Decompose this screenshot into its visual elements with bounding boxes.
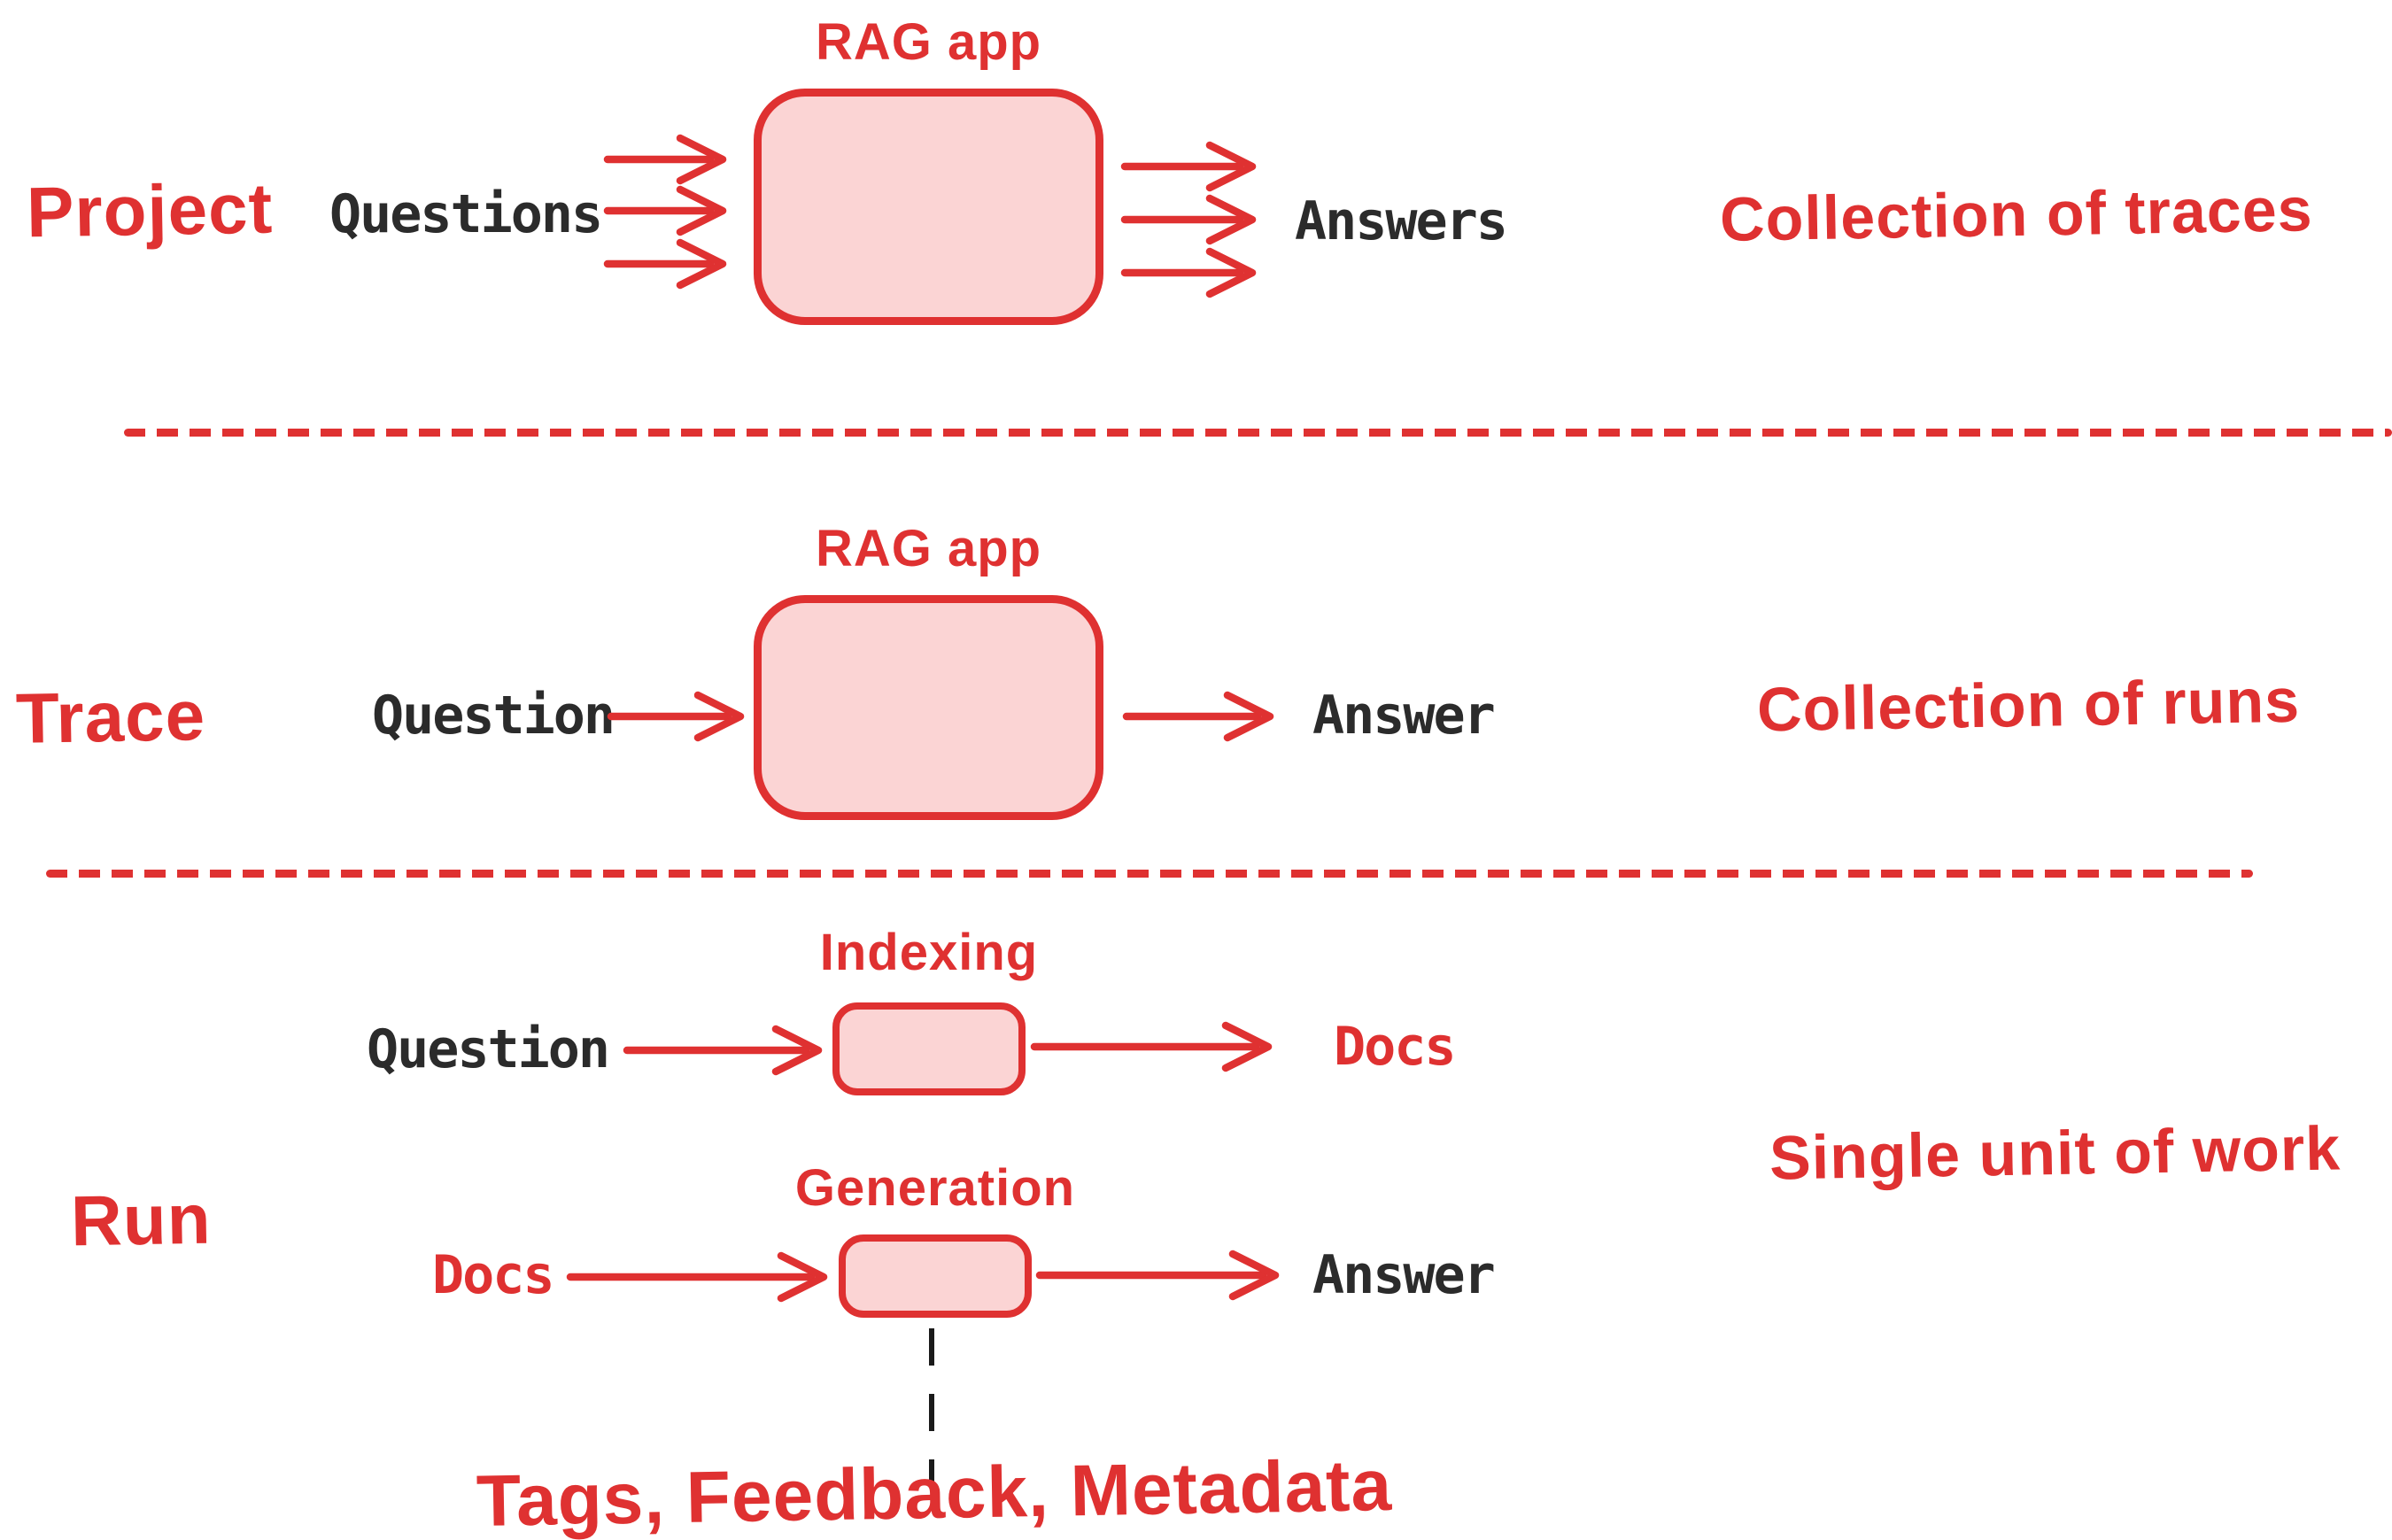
arrow-right-icon [1120, 194, 1257, 245]
arrow-right-icon [1030, 1021, 1273, 1072]
arrow-right-icon [1122, 691, 1274, 742]
rag-app-title: RAG app [815, 13, 1042, 71]
metadata-connector-dashed-line [929, 1328, 934, 1484]
arrow-right-icon [603, 134, 727, 185]
arrow-right-icon [1035, 1250, 1280, 1301]
rag-app-box-trace [754, 595, 1103, 820]
docs-output-label: Docs [1334, 1016, 1456, 1078]
question-label: Question [372, 685, 615, 747]
arrow-right-icon [603, 238, 727, 290]
run-label: Run [70, 1179, 213, 1261]
rag-app-title: RAG app [815, 520, 1042, 577]
arrow-right-icon [623, 1025, 823, 1076]
arrow-right-icon [603, 185, 727, 236]
indexing-title: Indexing [819, 924, 1039, 981]
arrow-right-icon [1120, 247, 1257, 298]
generation-box [839, 1234, 1032, 1318]
rag-app-box [754, 89, 1103, 325]
answers-label: Answers [1295, 190, 1508, 252]
single-unit-of-work-annotation: Single unit of work [1769, 1113, 2342, 1193]
questions-label: Questions [329, 183, 603, 245]
tags-feedback-metadata-note: Tags, Feedback, Metadata [476, 1444, 1393, 1540]
dashed-divider [124, 429, 2392, 437]
collection-of-traces-annotation: Collection of traces [1719, 174, 2314, 254]
collection-of-runs-annotation: Collection of runs [1756, 665, 2301, 745]
indexing-box [832, 1002, 1026, 1095]
question-label-run: Question [367, 1018, 610, 1080]
answer-label: Answer [1312, 685, 1496, 747]
project-label: Project [26, 168, 274, 252]
docs-input-label: Docs [432, 1244, 554, 1306]
answer-output-label: Answer [1312, 1244, 1496, 1306]
trace-label: Trace [15, 676, 206, 758]
arrow-right-icon [1120, 141, 1257, 192]
arrow-right-icon [607, 691, 745, 742]
dashed-divider [46, 870, 2253, 878]
generation-title: Generation [794, 1159, 1076, 1217]
arrow-right-icon [566, 1251, 828, 1303]
